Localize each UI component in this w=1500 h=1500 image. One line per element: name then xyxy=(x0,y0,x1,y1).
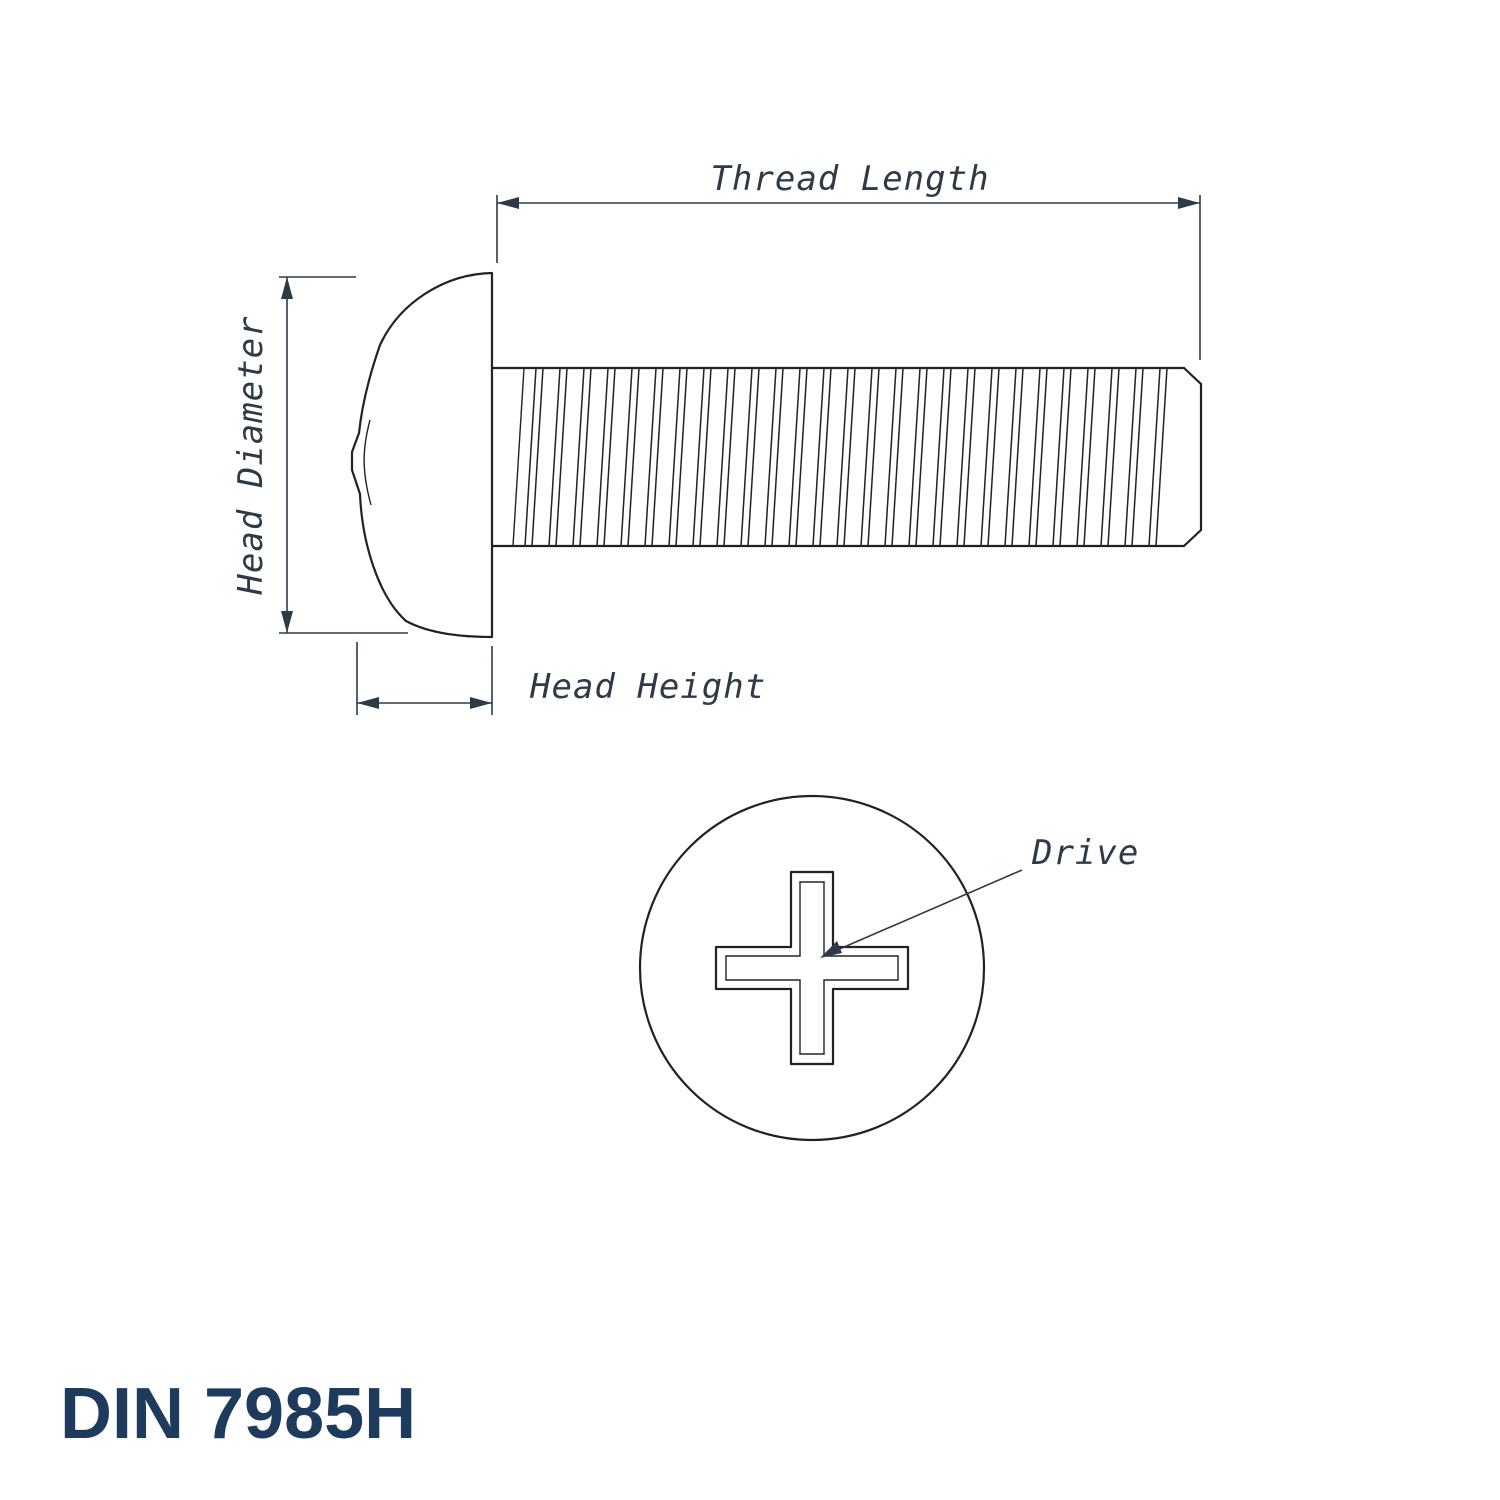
screw-head-profile xyxy=(350,271,494,639)
arrowhead-left xyxy=(357,697,379,709)
thread-line xyxy=(603,367,616,547)
tip-chamfer-bottom xyxy=(1182,528,1203,548)
thread-line xyxy=(1124,367,1137,547)
thread-line xyxy=(795,367,808,547)
arrowhead-right xyxy=(470,697,492,709)
thread-line xyxy=(860,367,873,547)
thread-line xyxy=(1100,367,1113,547)
arrowhead-left xyxy=(497,197,519,209)
thread-line xyxy=(939,367,952,547)
thread-line xyxy=(1004,367,1017,547)
thread-line xyxy=(884,367,897,547)
thread-line xyxy=(716,367,729,547)
thread-line xyxy=(836,367,849,547)
thread-line xyxy=(764,367,777,547)
head-diameter-label: Head Diameter xyxy=(231,315,271,595)
thread-line xyxy=(843,367,856,547)
dimension-head-diameter: Head Diameter xyxy=(231,276,408,634)
thread-line xyxy=(699,367,712,547)
thread-line xyxy=(1059,367,1072,547)
thread-line xyxy=(891,367,904,547)
head-circle xyxy=(638,794,986,1142)
thread-line xyxy=(980,367,993,547)
thread-line xyxy=(788,367,801,547)
thread-line xyxy=(620,367,633,547)
tip-chamfer-top xyxy=(1182,366,1203,386)
thread-line xyxy=(1076,367,1089,547)
thread-lines xyxy=(524,367,1168,547)
leader-arrowhead xyxy=(820,941,842,958)
thread-line xyxy=(627,367,640,547)
head-height-label: Head Height xyxy=(529,667,766,707)
standard-title: DIN 7985H xyxy=(60,1374,416,1454)
thread-line xyxy=(651,367,664,547)
thread-line xyxy=(812,367,825,547)
thread-line xyxy=(915,367,928,547)
thread-line xyxy=(723,367,736,547)
thread-line xyxy=(908,367,921,547)
thread-line xyxy=(1083,367,1096,547)
thread-line xyxy=(740,367,753,547)
recess-profile-line xyxy=(363,419,372,506)
screw-top-view xyxy=(638,794,986,1142)
drive-label: Drive xyxy=(1031,833,1139,873)
thread-line xyxy=(524,367,537,547)
thread-line xyxy=(531,367,544,547)
thread-line xyxy=(596,367,609,547)
thread-line xyxy=(579,367,592,547)
dimension-head-height: Head Height xyxy=(356,642,766,715)
dimension-thread-length: Thread Length xyxy=(496,159,1201,360)
thread-line xyxy=(1028,367,1041,547)
thread-line xyxy=(668,367,681,547)
screw-side-view xyxy=(350,271,1203,639)
arrowhead-right xyxy=(1178,197,1200,209)
leader-drive: Drive xyxy=(820,833,1139,958)
phillips-cross-inner xyxy=(725,881,899,1055)
thread-line xyxy=(555,367,568,547)
thread-length-label: Thread Length xyxy=(710,159,989,199)
thread-line xyxy=(1052,367,1065,547)
arrowhead-top xyxy=(281,277,293,299)
leader-line xyxy=(827,869,1023,955)
thread-line xyxy=(747,367,760,547)
thread-line xyxy=(932,367,945,547)
thread-line xyxy=(771,367,784,547)
thread-line xyxy=(1155,367,1168,547)
thread-line xyxy=(1131,367,1144,547)
thread-line xyxy=(963,367,976,547)
thread-line xyxy=(1107,367,1120,547)
thread-line xyxy=(1035,367,1048,547)
thread-line xyxy=(819,367,832,547)
thread-line xyxy=(675,367,688,547)
thread-line xyxy=(572,367,585,547)
arrowhead-bottom xyxy=(281,611,293,633)
thread-line xyxy=(956,367,969,547)
thread-line xyxy=(1148,367,1161,547)
thread-line xyxy=(867,367,880,547)
thread-runout-line xyxy=(512,367,525,547)
phillips-cross-outer xyxy=(714,870,910,1066)
thread-line xyxy=(1011,367,1024,547)
thread-line xyxy=(987,367,1000,547)
thread-line xyxy=(548,367,561,547)
thread-line xyxy=(644,367,657,547)
thread-line xyxy=(692,367,705,547)
